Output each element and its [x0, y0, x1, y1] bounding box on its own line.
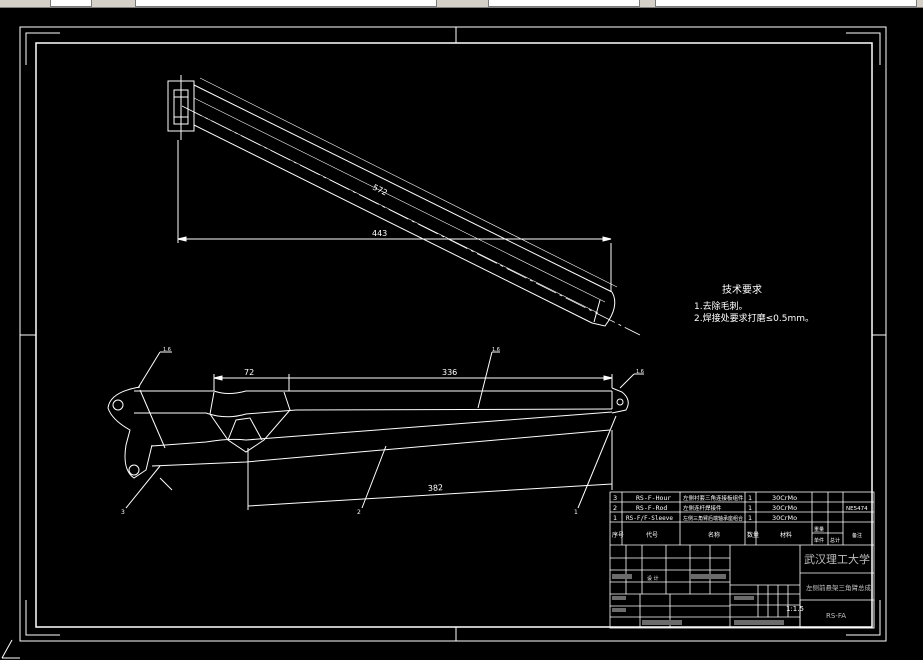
header-material: 材料 — [780, 531, 792, 539]
leader-note-left: 1.6 — [163, 347, 171, 353]
part-1-no: 1 — [613, 514, 617, 522]
part-1-qty: 1 — [748, 514, 752, 522]
dimension-572: 572 — [371, 183, 389, 198]
header-seq: 序号 — [612, 531, 624, 539]
linetype-dropdown[interactable] — [655, 0, 917, 7]
part-3-material: 30CrMo — [772, 494, 797, 502]
toolbar-dropdown[interactable] — [50, 0, 92, 7]
color-dropdown[interactable] — [488, 0, 640, 7]
header-remark: 备注 — [852, 532, 862, 539]
part-2-no: 2 — [613, 504, 617, 512]
dimension-72: 72 — [244, 368, 254, 377]
autocad-toolbar-strip — [0, 0, 923, 8]
part-3-code: RS-F-Hour — [636, 494, 671, 502]
balloon-1: 1 — [574, 509, 578, 516]
scale: 1:1.5 — [786, 605, 804, 613]
leader-note-right: 1.6 — [636, 369, 644, 375]
university-name: 武汉理工大学 — [804, 552, 870, 566]
header-name: 名称 — [708, 531, 720, 539]
dimension-336: 336 — [442, 368, 457, 377]
ucs-icon — [1, 639, 20, 659]
header-qty: 数量 — [747, 531, 759, 539]
part-3-name: 左侧衬套三角连接板组件 — [683, 494, 744, 502]
part-1-name: 左侧三角臂后端轴承座组合 — [683, 515, 743, 522]
header-weight: 重量 — [814, 526, 824, 533]
part-1-code: RS-F/F-Sleeve — [626, 515, 673, 522]
bottom-view-triangle-arm — [107, 351, 644, 510]
part-2-name: 左侧连杆焊接件 — [683, 504, 722, 512]
part-1-material: 30CrMo — [772, 514, 797, 522]
top-view-rod — [167, 75, 641, 336]
part-2-qty: 1 — [748, 504, 752, 512]
part-3-no: 3 — [613, 494, 617, 502]
dimension-382: 382 — [428, 483, 444, 493]
header-total: 总计 — [830, 537, 840, 544]
dimension-443: 443 — [372, 229, 387, 238]
header-single: 单件 — [814, 537, 824, 544]
notes-line-2: 2.焊接处要求打磨≤0.5mm。 — [694, 312, 814, 324]
notes-line-1: 1.去除毛刺。 — [694, 300, 748, 312]
part-2-material: 30CrMo — [772, 504, 797, 512]
layer-dropdown[interactable] — [135, 0, 437, 7]
part-3-qty: 1 — [748, 494, 752, 502]
inner-frame — [35, 42, 873, 628]
outer-frame — [19, 26, 887, 642]
balloon-3: 3 — [121, 509, 125, 516]
drawing-canvas[interactable]: 572 443 — [0, 8, 923, 660]
balloon-2: 2 — [357, 509, 361, 516]
leader-note-middle: 1.6 — [492, 347, 500, 353]
title-block — [609, 491, 875, 629]
part-2-code: RS-F-Rod — [636, 504, 667, 512]
design-label: 设 计 — [647, 575, 659, 582]
header-code: 代号 — [646, 531, 658, 539]
drawing-name: 左侧前悬架三角臂总成 — [806, 583, 872, 592]
drawing-code: RS-FA — [826, 612, 846, 620]
notes-title: 技术要求 — [722, 283, 762, 296]
part-note: NE5474 — [846, 506, 868, 512]
